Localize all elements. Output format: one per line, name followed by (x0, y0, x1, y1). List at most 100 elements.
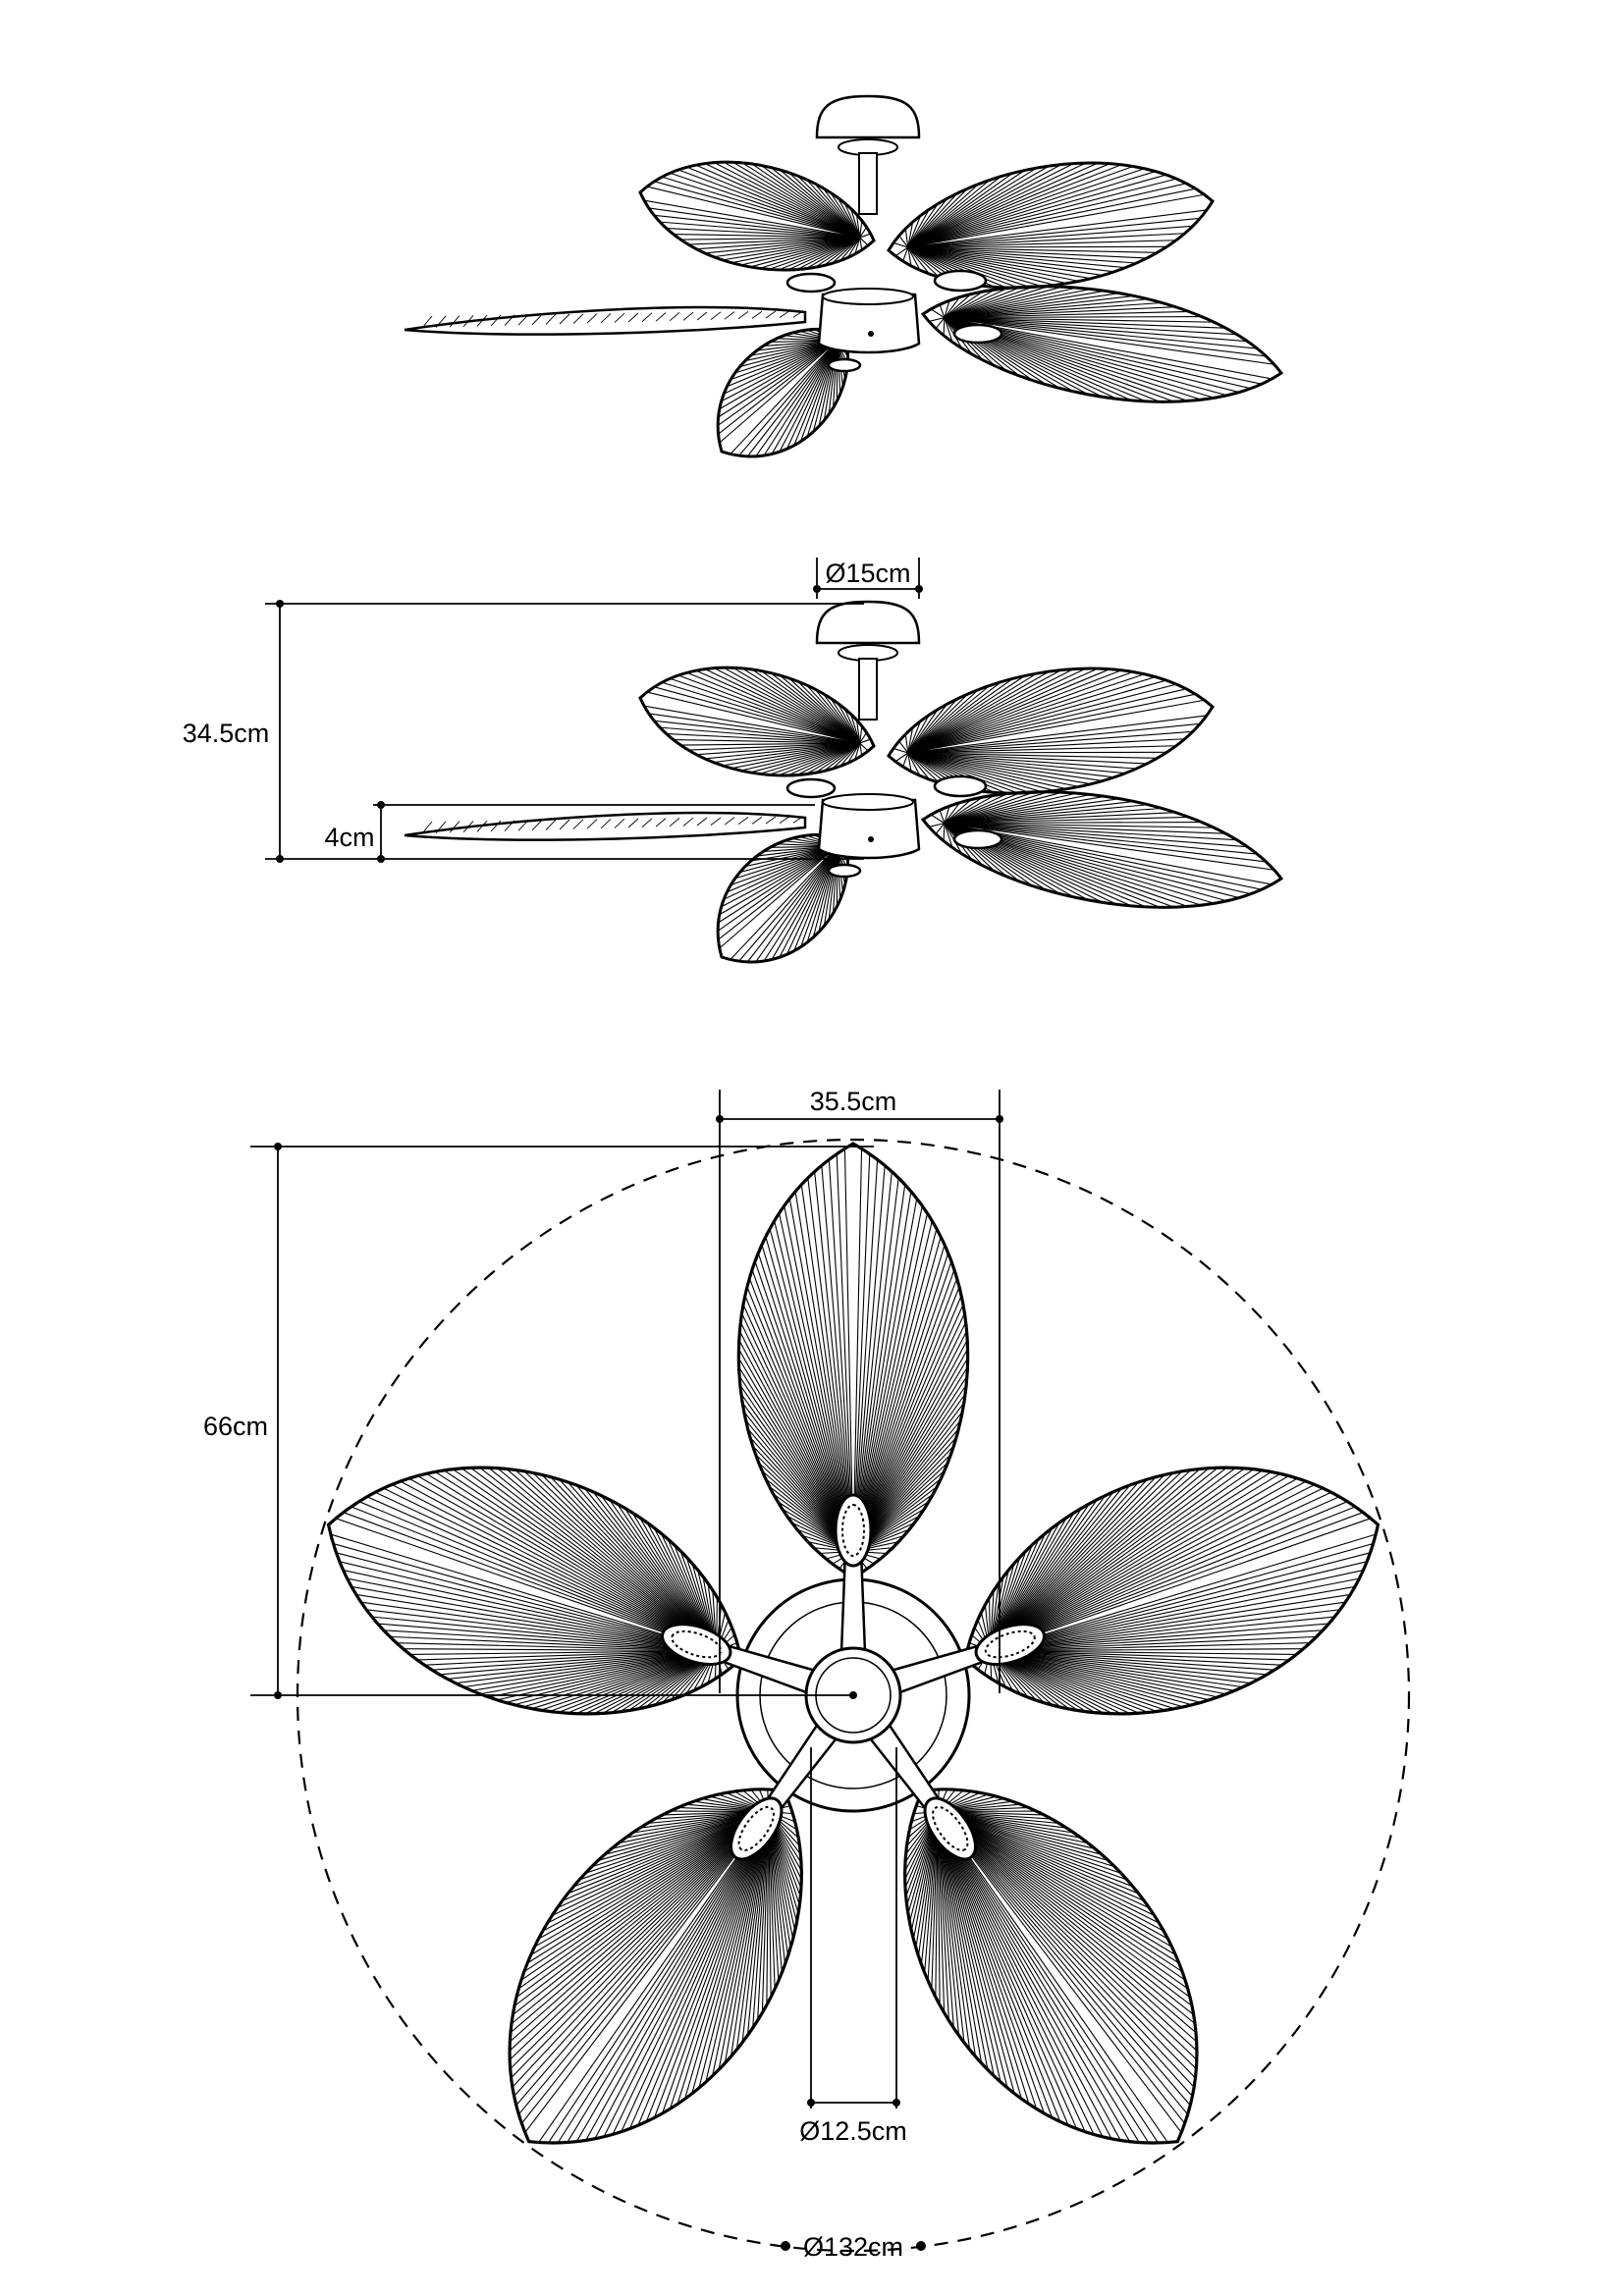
blade-vein (907, 752, 1104, 782)
blade-vein (907, 752, 1148, 765)
blade-vein (409, 1650, 717, 1656)
blade-vein (421, 315, 433, 329)
blade-vein (452, 1468, 717, 1652)
blade-vein (506, 1468, 718, 1652)
blade-vein (937, 1811, 1150, 1909)
blade-vein (670, 172, 860, 239)
motor-top (822, 793, 914, 811)
motor-screw (868, 836, 874, 842)
blade-holder-rim (984, 1629, 1036, 1659)
dimension-tick (276, 855, 284, 863)
blade-vein (779, 845, 838, 958)
blade-vein (515, 1811, 770, 1999)
blade-front-right (920, 790, 1284, 909)
blade-vein (531, 314, 543, 326)
blade-vein (907, 667, 1086, 754)
blade-vein (718, 340, 838, 418)
blade-vein (852, 1269, 955, 1552)
blade-vein (719, 845, 838, 916)
blade-vein (471, 1650, 717, 1691)
blade-vein (944, 294, 972, 319)
blade-vein (779, 340, 838, 453)
blade-vein (530, 1811, 770, 1956)
blade-vein (696, 742, 860, 756)
blade-vein (944, 823, 1272, 885)
blade-vein (509, 1811, 770, 2052)
blade-vein (682, 817, 694, 827)
blade-vein (510, 1811, 770, 2034)
blade-vein (907, 752, 1019, 794)
blade-vein (907, 225, 1193, 248)
blade-vein (749, 237, 860, 268)
blade-vein (557, 1811, 770, 2144)
blade-vein (937, 1811, 1198, 2052)
blade-vein (818, 341, 839, 427)
blade-holder (661, 1623, 732, 1667)
blade-vein (944, 310, 1189, 319)
blade-vein (990, 1570, 1364, 1652)
blade-vein (944, 317, 1267, 357)
blade-vein (654, 720, 860, 744)
blade-vein (937, 1811, 1198, 2060)
blade-vein (937, 1811, 983, 2063)
blade-vein (730, 1811, 770, 2057)
blade-vein (585, 1811, 770, 2141)
motor-diameter-label: Ø12.5cm (799, 2116, 907, 2146)
blade-vein (859, 732, 868, 744)
blade-vein (937, 1811, 1038, 2109)
blade-vein (683, 1811, 770, 2100)
blade-vein (907, 222, 914, 248)
blade-vein (907, 752, 1137, 770)
blade-vein (944, 823, 953, 848)
blade-vein (722, 237, 860, 261)
blade-vein (779, 816, 790, 824)
blade-vein (807, 1178, 854, 1552)
blade-vein (545, 819, 557, 830)
blade-vein (732, 667, 861, 744)
blade-vein (641, 312, 653, 322)
blade-vein (944, 306, 1176, 319)
blade-vein (944, 812, 1176, 825)
blade-vein (937, 1811, 1008, 2089)
blade-vein (347, 1577, 717, 1652)
blade-vein (800, 341, 839, 442)
blade-vein (653, 1811, 770, 2118)
blade-vein (937, 1811, 1139, 1895)
blade-holder-rim (737, 1805, 775, 1851)
blade-vein (643, 705, 860, 744)
fan-elevation (404, 94, 1284, 458)
blade-vein (746, 845, 838, 963)
blade-holder (730, 1796, 784, 1861)
blade-vein (673, 738, 860, 744)
blade-vein (937, 1811, 1030, 2105)
blade-vein (907, 246, 1031, 289)
blade-vein (990, 1650, 1243, 1688)
blade-vein (794, 1191, 854, 1552)
blade-vein (944, 806, 950, 824)
blade-vein (696, 817, 708, 827)
blade-vein (677, 169, 860, 239)
blade-vein (907, 246, 1126, 269)
blade-vein (852, 1153, 871, 1552)
blade-vein (907, 178, 1177, 248)
blade-vein (907, 164, 1062, 248)
blade-vein (937, 1811, 1195, 2088)
blade-vein (990, 1477, 1298, 1652)
blade-vein (717, 845, 838, 932)
motor-screw (868, 331, 874, 337)
dimension-tick (893, 2099, 900, 2107)
blade-vein (852, 1253, 949, 1552)
blade-vein (550, 1476, 718, 1652)
blade-vein (937, 1811, 1196, 2025)
blade-vein (854, 237, 861, 254)
blade-vein (944, 823, 1020, 882)
blade-vein (990, 1487, 1324, 1652)
blade-vein (859, 237, 869, 246)
blade-vein (944, 793, 1092, 825)
blade-vein (705, 1811, 770, 2083)
blade-vein (944, 816, 1189, 825)
blade-vein (939, 810, 946, 824)
blade-vein (944, 796, 984, 825)
blade-vein (567, 1481, 718, 1652)
blade-vein (852, 1184, 906, 1552)
